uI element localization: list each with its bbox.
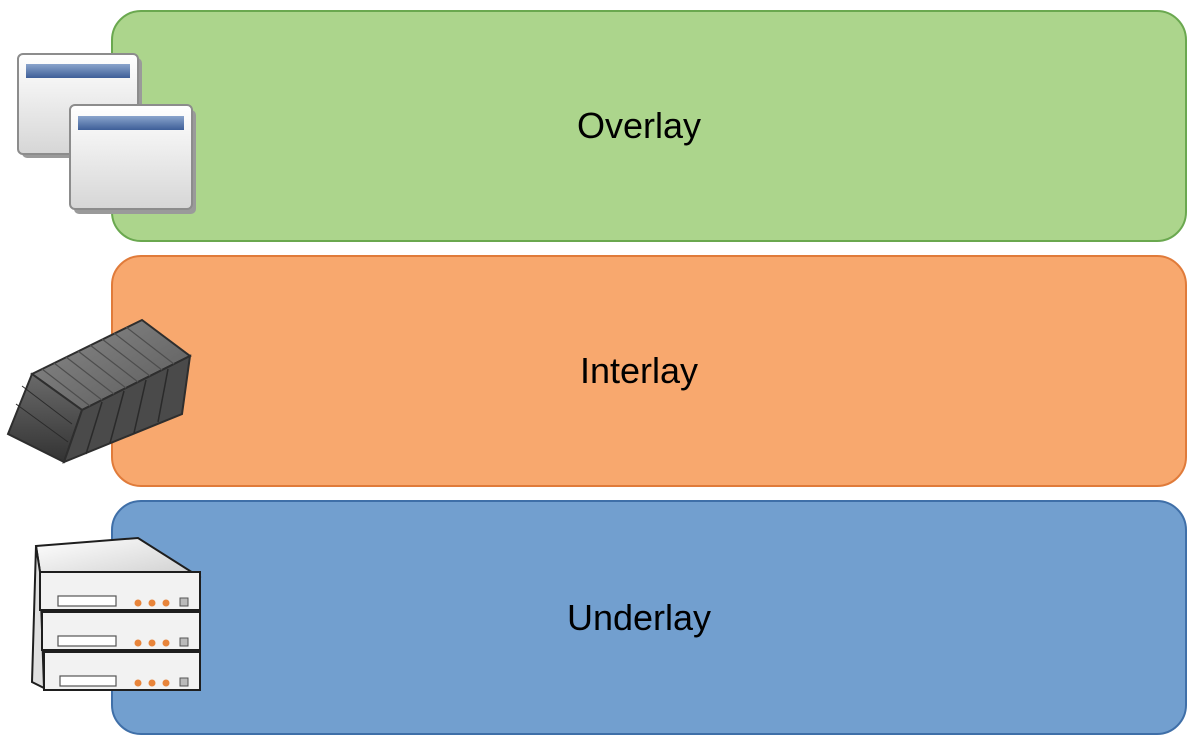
server-stack-icon [30, 536, 202, 691]
shipping-container-icon [6, 318, 192, 464]
underlay-label: Underlay [566, 596, 712, 638]
interlay-layer: Interlay [111, 255, 1187, 487]
underlay-layer: Underlay [111, 500, 1187, 735]
interlay-label: Interlay [579, 350, 699, 391]
application-windows-icon [17, 53, 196, 214]
overlay-label: Overlay [576, 105, 702, 146]
overlay-layer: Overlay [111, 10, 1187, 242]
